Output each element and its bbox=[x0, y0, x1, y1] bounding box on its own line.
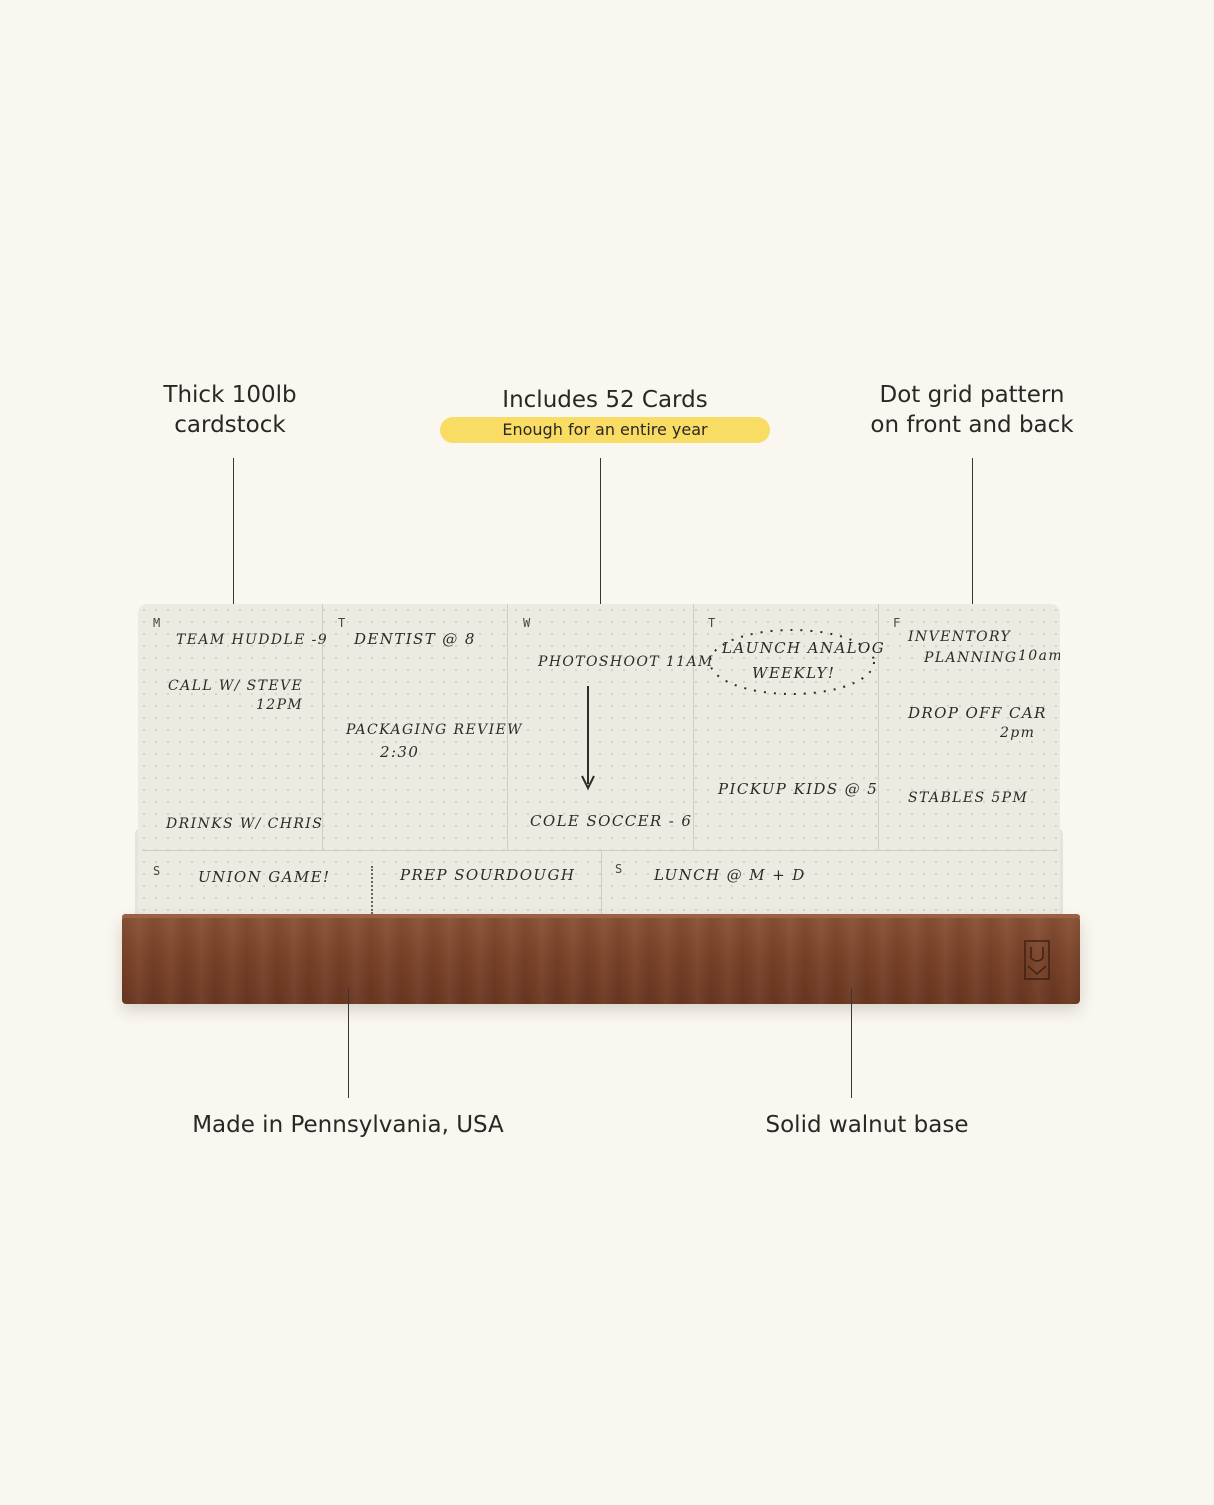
walnut-base-top-edge bbox=[122, 914, 1080, 918]
callout-dotgrid: Dot grid pattern on front and back bbox=[842, 380, 1102, 440]
note-friday-6: Stables 5pm bbox=[908, 790, 1029, 806]
day-divider bbox=[507, 604, 508, 850]
note-monday-1: Team Huddle -9 bbox=[176, 632, 329, 648]
callout-walnut-text: Solid walnut base bbox=[765, 1112, 969, 1138]
day-letter-friday: F bbox=[893, 616, 901, 630]
day-letter-saturday: S bbox=[153, 864, 161, 878]
leader-line-dotgrid bbox=[972, 458, 973, 613]
leader-line-made-in bbox=[348, 988, 349, 1098]
day-divider bbox=[322, 604, 323, 850]
note-thursday-1: Launch Analog bbox=[722, 639, 886, 657]
weekend-day-divider bbox=[601, 851, 602, 920]
day-letter-sunday: S bbox=[615, 862, 623, 876]
callout-cardstock: Thick 100lb cardstock bbox=[130, 380, 330, 440]
leader-line-cardstock bbox=[233, 458, 234, 613]
leader-line-walnut bbox=[851, 988, 852, 1098]
note-friday-3: 10am bbox=[1018, 648, 1060, 664]
callout-cards-title: Includes 52 Cards bbox=[502, 387, 708, 413]
callout-cardstock-line1: Thick 100lb bbox=[163, 382, 297, 408]
dotted-separator bbox=[371, 866, 373, 914]
note-tuesday-2: Packaging Review bbox=[346, 722, 523, 738]
arrow-down-icon bbox=[581, 684, 595, 791]
note-wednesday-2: Cole Soccer - 6 bbox=[530, 812, 693, 830]
callout-cardstock-line2: cardstock bbox=[174, 412, 286, 438]
note-friday-4: Drop off car bbox=[908, 704, 1047, 722]
note-friday-1: Inventory bbox=[908, 629, 1012, 645]
note-tuesday-3: 2:30 bbox=[380, 743, 420, 761]
note-tuesday-1: Dentist @ 8 bbox=[354, 630, 476, 648]
burst-doodle-icon bbox=[704, 624, 880, 700]
leader-line-cards bbox=[600, 458, 601, 613]
day-letter-tuesday: T bbox=[338, 616, 346, 630]
day-divider bbox=[693, 604, 694, 850]
weekend-divider bbox=[142, 850, 1057, 851]
callout-made-in: Made in Pennsylvania, USA bbox=[150, 1110, 546, 1140]
callout-cards-badge: Enough for an entire year bbox=[440, 417, 770, 443]
callout-dotgrid-line2: on front and back bbox=[870, 412, 1074, 438]
note-friday-2: Planning bbox=[924, 650, 1018, 666]
day-divider bbox=[878, 604, 879, 850]
note-saturday-2: Prep Sourdough bbox=[400, 866, 576, 884]
note-monday-2: Call w/ Steve bbox=[168, 678, 304, 694]
note-friday-5: 2pm bbox=[1000, 725, 1036, 741]
uv-logo-icon bbox=[1024, 940, 1050, 980]
callout-cards: Includes 52 Cards Enough for an entire y… bbox=[440, 385, 770, 443]
note-saturday-1: Union Game! bbox=[198, 868, 331, 886]
note-thursday-3: Pickup Kids @ 5 bbox=[718, 780, 879, 798]
walnut-base bbox=[122, 916, 1080, 1004]
note-wednesday-1: Photoshoot 11am bbox=[538, 654, 714, 670]
note-thursday-2: Weekly! bbox=[752, 664, 836, 682]
day-letter-monday: M bbox=[153, 616, 161, 630]
note-monday-3: 12pm bbox=[256, 697, 304, 713]
callout-dotgrid-line1: Dot grid pattern bbox=[879, 382, 1065, 408]
callout-walnut: Solid walnut base bbox=[727, 1110, 1007, 1140]
day-letter-thursday: T bbox=[708, 616, 716, 630]
planner-card: M T W T F S S Team Huddle -9 Call w/ Ste… bbox=[138, 604, 1060, 920]
note-sunday-1: Lunch @ M + D bbox=[654, 866, 806, 884]
day-letter-wednesday: W bbox=[523, 616, 531, 630]
note-monday-4: Drinks w/ Chris bbox=[166, 816, 324, 832]
callout-made-in-text: Made in Pennsylvania, USA bbox=[192, 1112, 504, 1138]
